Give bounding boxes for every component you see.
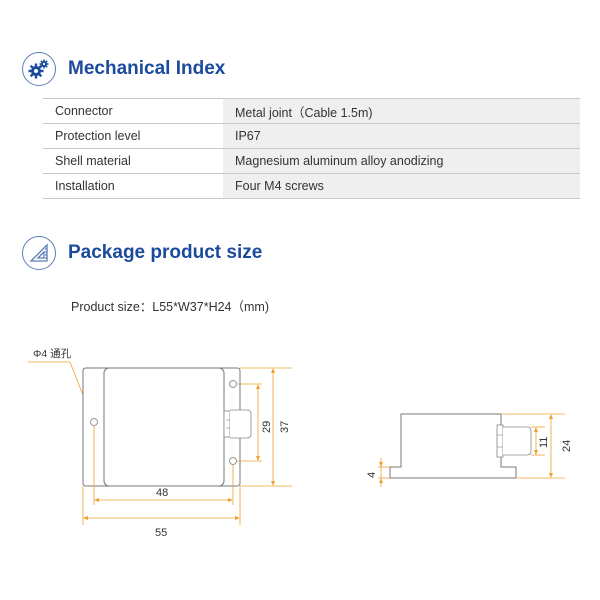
spec-value: Four M4 screws (223, 173, 580, 199)
dim-29: 29 (261, 421, 273, 433)
spec-value: IP67 (223, 123, 580, 149)
dim-55: 55 (155, 527, 167, 539)
spec-label: Shell material (43, 148, 223, 174)
set-square-ruler-icon (22, 236, 56, 270)
spec-value: Magnesium aluminum alloy anodizing (223, 148, 580, 174)
dim-4: 4 (366, 472, 378, 478)
table-row: Installation Four M4 screws (43, 173, 580, 199)
table-row: Connector Metal joint（Cable 1.5m) (43, 98, 580, 124)
dimension-drawing: Φ4 通孔 (28, 347, 573, 539)
spec-label: Installation (43, 173, 223, 199)
spec-label: Protection level (43, 123, 223, 149)
table-row: Protection level IP67 (43, 123, 580, 149)
dim-11: 11 (538, 437, 550, 448)
product-size-text: Product size：L55*W37*H24（mm) (71, 300, 269, 314)
dim-48: 48 (156, 487, 168, 499)
table-row: Shell material Magnesium aluminum alloy … (43, 148, 580, 174)
spec-label: Connector (43, 98, 223, 124)
side-view: 4 11 24 (366, 413, 573, 487)
spec-value: Metal joint（Cable 1.5m) (223, 98, 580, 124)
section-title: Mechanical Index (68, 58, 226, 79)
dim-37: 37 (279, 421, 291, 433)
spec-table: Connector Metal joint（Cable 1.5m) Protec… (43, 98, 580, 199)
mechanical-index-heading: Mechanical Index (22, 52, 225, 86)
package-size-heading: Package product size (22, 236, 262, 270)
dim-24: 24 (561, 440, 573, 452)
section-title: Package product size (68, 242, 263, 263)
gears-icon (22, 52, 56, 86)
top-view: 48 55 29 37 (82, 367, 292, 539)
hole-label: Φ4 通孔 (33, 347, 72, 360)
